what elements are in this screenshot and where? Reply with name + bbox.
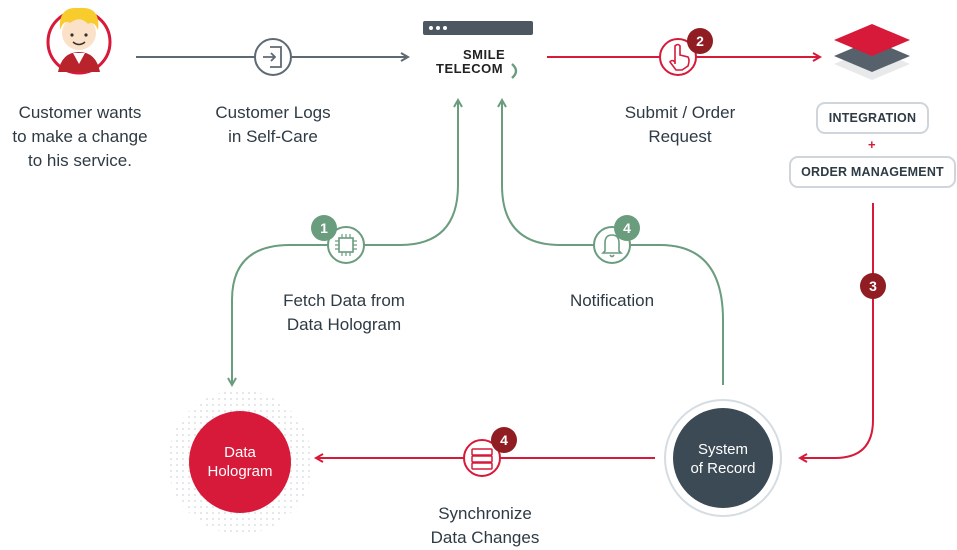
chip-icon [327, 226, 365, 264]
hand-pointer-icon [659, 38, 697, 76]
integration-box: INTEGRATION [816, 102, 929, 134]
order-flow-arrow [800, 203, 874, 458]
login-caption-line-1: Customer Logs [215, 103, 331, 122]
customer-caption: Customer wants to make a change to his s… [0, 101, 160, 173]
step-badge-4-notification: 4 [614, 215, 640, 241]
browser-window-icon [423, 21, 533, 79]
customer-caption-line-2: to make a change [12, 127, 148, 146]
data-hologram-line-2: Hologram [207, 463, 273, 480]
step-badge-3: 3 [860, 273, 886, 299]
data-hologram-label: Data Hologram [190, 443, 290, 481]
step-badge-1: 1 [311, 215, 337, 241]
logo-line-1: SMILE [463, 47, 506, 62]
submit-caption-line-1: Submit / Order [624, 103, 736, 122]
system-of-record-line-2: of Record [690, 460, 756, 477]
system-of-record-line-1: System [697, 441, 748, 458]
fetch-caption: Fetch Data from Data Hologram [264, 289, 424, 337]
customer-avatar-icon [46, 7, 112, 75]
layers-icon [834, 24, 910, 80]
sync-caption-line-1: Synchronize [438, 504, 532, 523]
login-caption-line-2: in Self-Care [228, 127, 318, 146]
order-management-box: ORDER MANAGEMENT [789, 156, 956, 188]
data-hologram-line-1: Data [224, 444, 256, 461]
fetch-caption-line-2: Data Hologram [286, 315, 402, 334]
server-icon [463, 439, 501, 477]
smile-telecom-logo: SMILE TELECOM [436, 48, 505, 76]
system-of-record-label: System of Record [673, 440, 773, 478]
submit-caption-line-2: Request [648, 127, 712, 146]
data-hologram-node [189, 411, 291, 513]
fetch-caption-line-1: Fetch Data from [283, 291, 405, 310]
customer-caption-line-3: to his service. [28, 151, 132, 170]
sync-caption-line-2: Data Changes [430, 528, 540, 547]
login-icon [254, 38, 292, 76]
customer-caption-line-1: Customer wants [18, 103, 142, 122]
logo-line-2: TELECOM [436, 61, 504, 76]
system-of-record-node [673, 408, 773, 508]
plus-sign: + [868, 137, 876, 152]
sync-caption: Synchronize Data Changes [405, 502, 565, 550]
step-badge-2: 2 [687, 28, 713, 54]
submit-caption: Submit / Order Request [600, 101, 760, 149]
login-caption: Customer Logs in Self-Care [193, 101, 353, 149]
notification-arrow [502, 100, 724, 385]
step-badge-4-sync: 4 [491, 427, 517, 453]
notification-caption: Notification [569, 291, 655, 310]
